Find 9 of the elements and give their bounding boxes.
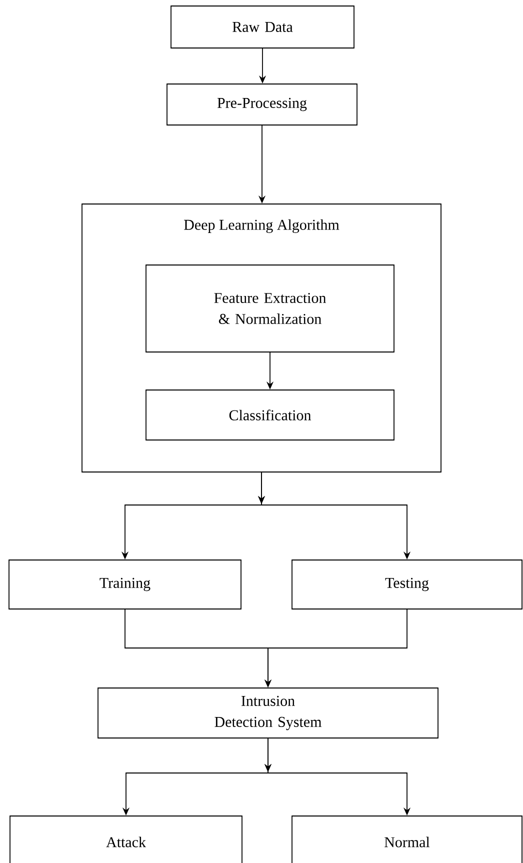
process-box: Raw Data bbox=[170, 6, 354, 48]
process-box: Feature Extraction & Normalization bbox=[146, 264, 394, 352]
process-box: Pre-Processing bbox=[166, 84, 358, 126]
process-box: Training bbox=[8, 560, 242, 610]
process-box: Attack bbox=[10, 816, 242, 863]
process-box: Intrusion Detection System bbox=[98, 688, 438, 738]
process-box: Classification bbox=[146, 390, 394, 440]
process-box: Testing bbox=[292, 560, 522, 610]
process-box: Normal bbox=[292, 816, 522, 863]
